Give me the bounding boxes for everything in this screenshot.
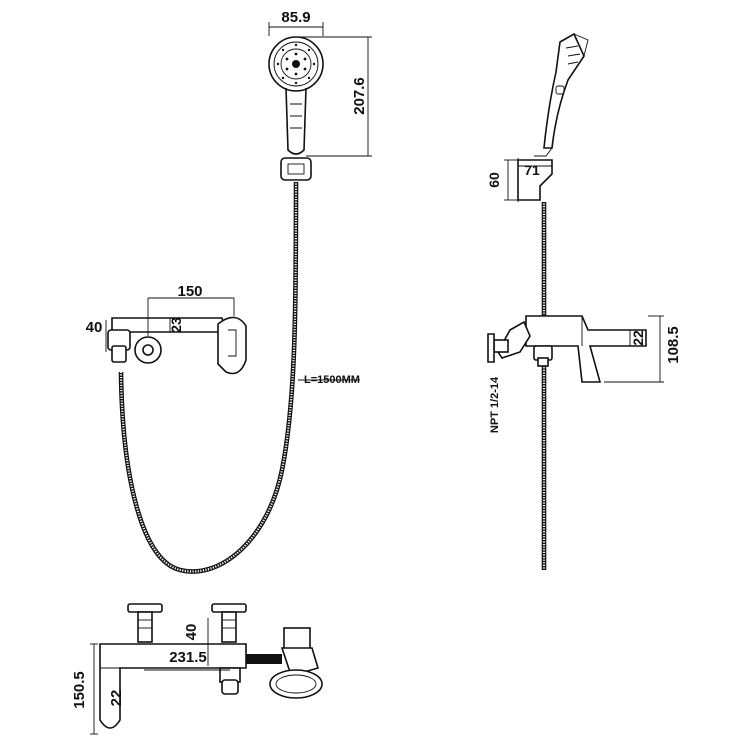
dim-spout-reach: 150 <box>177 283 202 300</box>
side-view <box>487 32 664 570</box>
dim-bottom-spout: 22 <box>108 690 125 707</box>
dimension-labels: 85.9 207.6 150 40 23 L=1500MM 60 71 108.… <box>71 9 682 709</box>
dim-bottom-center: 40 <box>183 624 200 641</box>
dim-bottom-width: 231.5 <box>169 649 207 666</box>
dim-body-height: 23 <box>168 317 184 333</box>
dim-side-height: 108.5 <box>665 326 682 364</box>
dim-hose-length: L=1500MM <box>304 374 360 386</box>
dim-head-height: 207.6 <box>351 77 368 115</box>
bottom-view <box>90 603 323 735</box>
dim-inlet-offset: 40 <box>86 319 103 336</box>
front-mixer-body <box>105 297 247 375</box>
dim-holder-height: 60 <box>486 172 502 188</box>
dim-bottom-height: 150.5 <box>71 671 88 709</box>
dim-side-spout: 22 <box>630 330 646 346</box>
dim-head-width: 85.9 <box>281 9 310 26</box>
dim-thread: NPT 1/2-14 <box>489 376 501 433</box>
front-hand-shower <box>268 22 372 181</box>
front-hose <box>118 181 360 574</box>
dim-holder-depth: 71 <box>524 162 540 178</box>
